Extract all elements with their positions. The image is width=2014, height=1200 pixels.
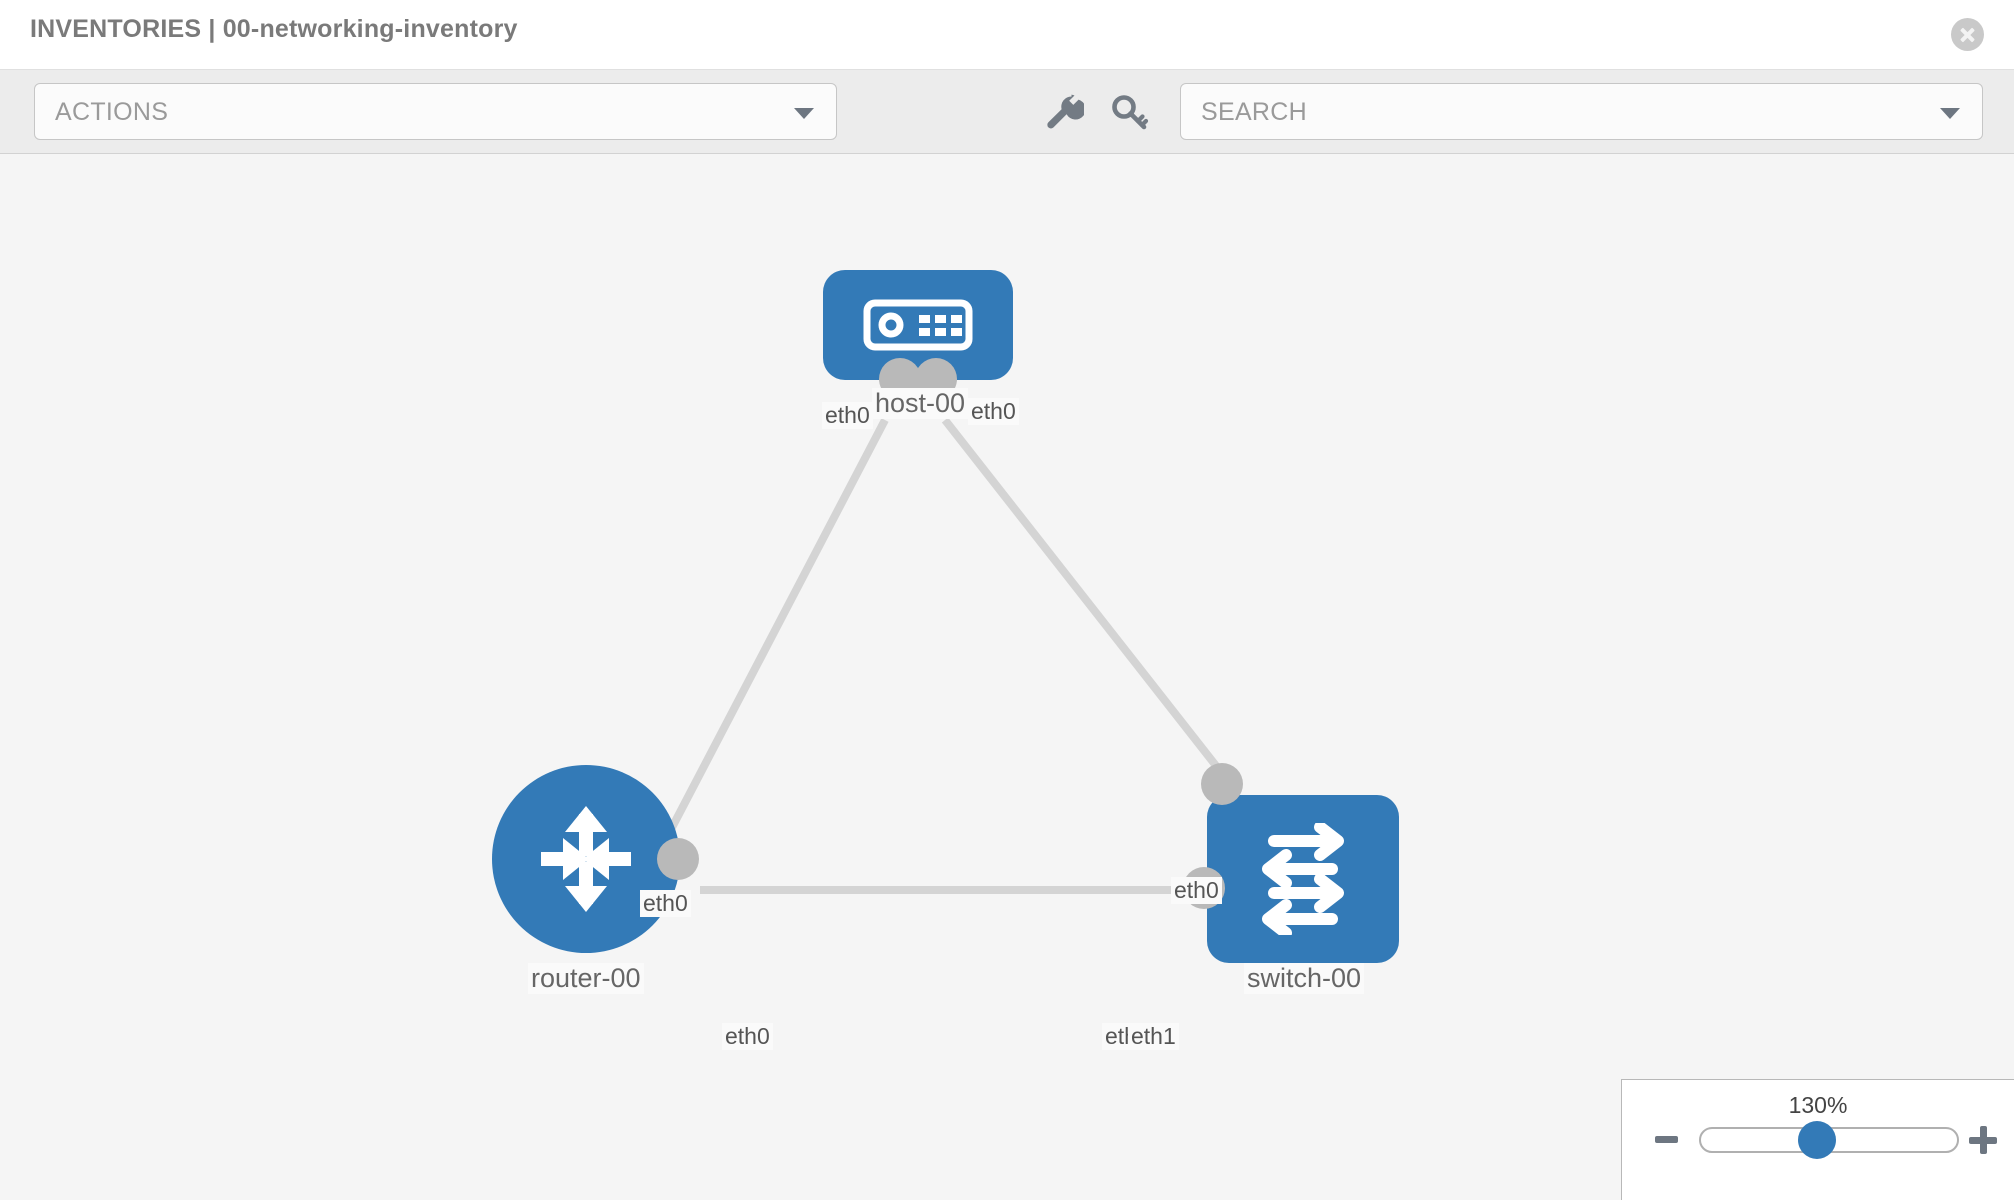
key-icon[interactable] <box>1108 90 1152 134</box>
wrench-icon[interactable] <box>1040 90 1084 134</box>
zoom-slider-thumb[interactable] <box>1798 1121 1836 1159</box>
router-icon-shape <box>492 765 680 953</box>
search-placeholder: SEARCH <box>1201 98 1307 126</box>
node-label-router-00: router-00 <box>528 963 644 994</box>
page-header: INVENTORIES | 00-networking-inventory <box>0 0 2014 70</box>
node-label-host-00: host-00 <box>872 388 969 419</box>
chevron-down-icon <box>794 108 814 119</box>
router-icon <box>541 806 631 912</box>
iface-label-host-right: eth0 <box>968 398 1019 425</box>
link-host00-switch00 <box>941 417 1239 793</box>
node-router-00[interactable] <box>492 765 699 953</box>
server-icon <box>863 299 973 351</box>
iface-label-switch-up: eth0 <box>1171 877 1222 904</box>
topology-canvas[interactable]: host-00 eth0 eth0 <box>0 155 2014 1200</box>
connector-router-right <box>657 838 699 880</box>
node-host-00[interactable] <box>823 270 1013 400</box>
node-switch-00[interactable] <box>1183 763 1399 963</box>
iface-label-router-right: eth0 <box>722 1023 773 1050</box>
topology-links <box>651 417 1239 894</box>
chevron-down-icon <box>1940 108 1960 119</box>
zoom-control-panel: 130% <box>1621 1079 2014 1200</box>
iface-label-switch-left-b: eth1 <box>1128 1023 1179 1050</box>
switch-icon <box>1262 823 1344 935</box>
link-host00-router00 <box>651 418 889 862</box>
host-icon-shape <box>823 270 1013 380</box>
page-title: INVENTORIES | 00-networking-inventory <box>30 15 518 43</box>
node-label-switch-00: switch-00 <box>1244 963 1365 994</box>
toolbar: ACTIONS SEARCH <box>0 70 2014 154</box>
actions-dropdown[interactable]: ACTIONS <box>34 83 837 140</box>
connector-switch-up <box>1201 763 1243 805</box>
iface-label-router-up: eth0 <box>640 890 691 917</box>
close-icon[interactable] <box>1951 18 1984 51</box>
plus-icon[interactable] <box>1969 1126 1997 1154</box>
actions-dropdown-label: ACTIONS <box>55 98 169 126</box>
minus-icon[interactable] <box>1655 1136 1678 1143</box>
zoom-level-value: 130% <box>1788 1092 1848 1118</box>
iface-label-host-left: eth0 <box>822 402 873 429</box>
switch-icon-shape <box>1207 795 1399 963</box>
search-input[interactable]: SEARCH <box>1180 83 1983 140</box>
